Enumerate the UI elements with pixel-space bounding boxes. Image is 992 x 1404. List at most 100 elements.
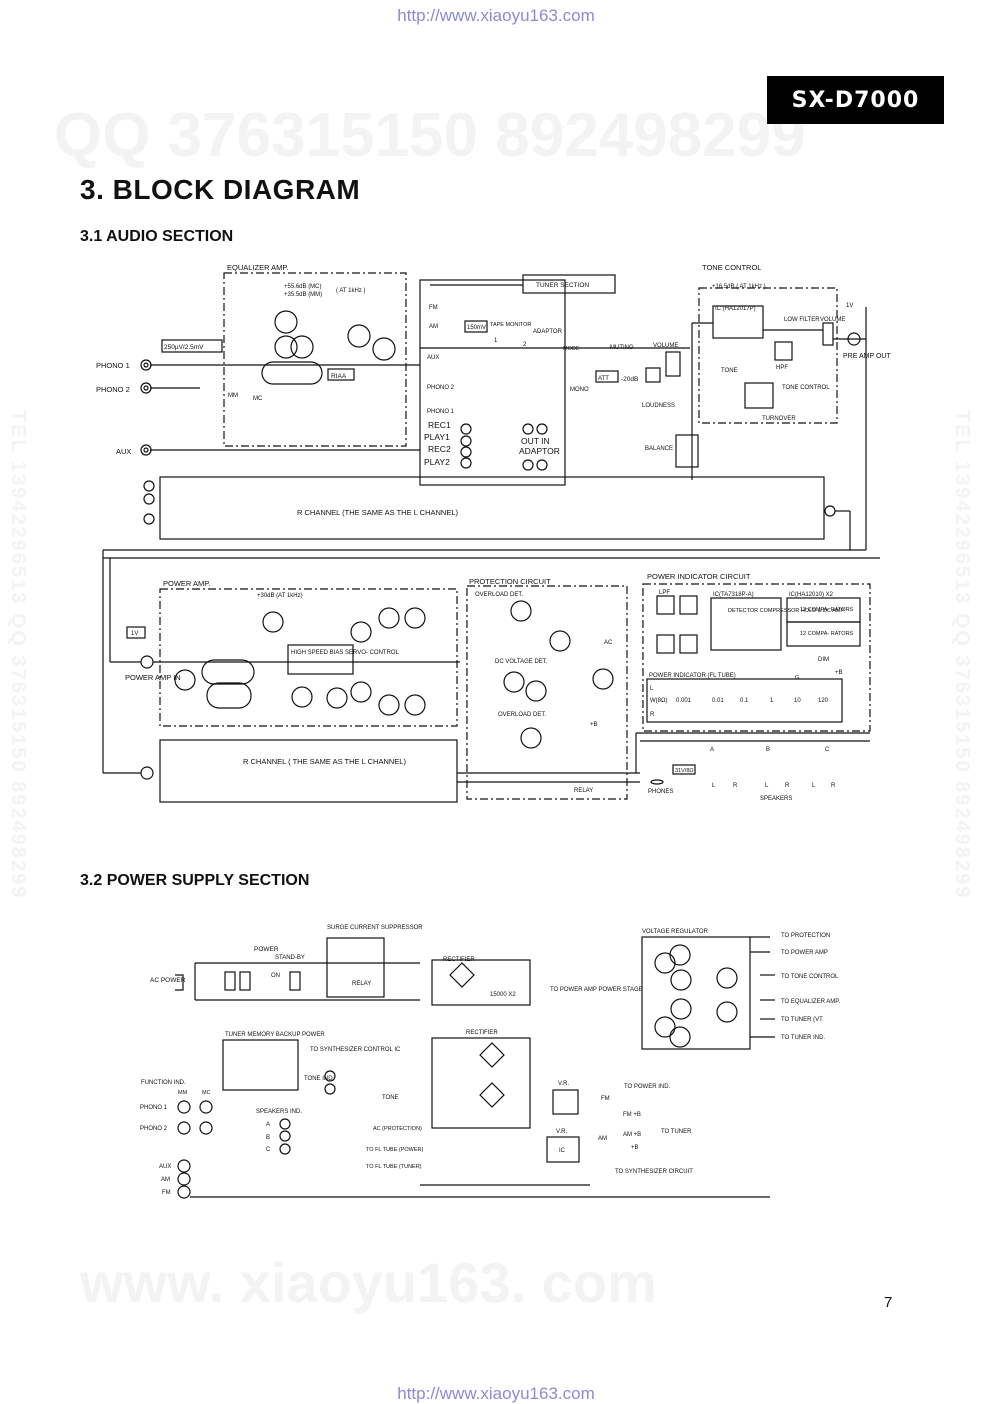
svg-text:AM: AM <box>429 324 438 330</box>
power-supply-diagram <box>175 936 775 1199</box>
ac-power-label: AC POWER <box>150 977 186 984</box>
svg-text:FUNCTION IND.: FUNCTION IND. <box>141 1080 186 1086</box>
model-badge: SX-D7000 <box>767 76 944 124</box>
fl-scale-tick: 120 <box>818 698 829 704</box>
page-title: 3. BLOCK DIAGRAM <box>80 174 361 205</box>
tape-monitor-label: TAPE MONITOR <box>490 322 531 328</box>
equalizer-amp-box <box>223 272 407 447</box>
svg-text:R: R <box>785 783 790 789</box>
svg-text:-20dB: -20dB <box>621 376 638 383</box>
svg-text:+30dB (AT 1kHz): +30dB (AT 1kHz) <box>257 593 303 599</box>
svg-text:12 COMPA- RATORS: 12 COMPA- RATORS <box>800 631 854 637</box>
svg-text:G: G <box>795 675 799 681</box>
svg-text:A: A <box>710 747 714 753</box>
svg-text:15000 X2: 15000 X2 <box>490 992 516 998</box>
svg-text:L: L <box>712 783 716 789</box>
hpf-block <box>774 341 793 361</box>
phono2-label: PHONO 2 <box>96 385 130 394</box>
svg-text:TO SYNTHESIZER CONTROL IC: TO SYNTHESIZER CONTROL IC <box>310 1047 401 1053</box>
svg-text:ADAPTOR: ADAPTOR <box>533 329 563 335</box>
svg-text:AC (PROTECTION): AC (PROTECTION) <box>373 1126 422 1132</box>
fl-scale-tick: 0.1 <box>740 698 749 704</box>
volume-pot-2 <box>822 322 834 346</box>
tuner-section-block <box>522 274 616 294</box>
aux-label: AUX <box>116 447 131 456</box>
svg-text:TO FL TUBE (POWER): TO FL TUBE (POWER) <box>366 1147 424 1153</box>
power-amp-title: POWER AMP. <box>163 579 210 588</box>
svg-text:( AT 1kHz ): ( AT 1kHz ) <box>336 288 365 294</box>
svg-text:AM: AM <box>161 1177 170 1183</box>
watermark-side-left: TEL 13942296513 QQ 376315150 892498299 <box>7 410 29 900</box>
svg-text:AM +B: AM +B <box>623 1132 641 1138</box>
svg-text:+55.6dB (MC): +55.6dB (MC) <box>284 284 322 290</box>
svg-text:MUTING: MUTING <box>610 345 634 351</box>
eq-title: EQUALIZER AMP. <box>227 263 289 272</box>
source-url-bottom[interactable]: http://www.xiaoyu163.com <box>397 1384 595 1403</box>
svg-text:R: R <box>650 712 655 718</box>
svg-text:RIAA: RIAA <box>331 373 347 380</box>
svg-text:RECTIFIER: RECTIFIER <box>443 957 475 963</box>
svg-text:250µV/2.5mV: 250µV/2.5mV <box>164 344 204 351</box>
pre-amp-out-label: PRE AMP OUT <box>843 353 891 360</box>
svg-text:R: R <box>733 783 738 789</box>
page-number: 7 <box>884 1294 893 1311</box>
power-amp-box <box>159 588 458 727</box>
svg-text:PHONO 2: PHONO 2 <box>140 1126 168 1132</box>
tone-control-box <box>698 287 838 424</box>
svg-text:L: L <box>765 783 769 789</box>
r-channel-pre-label: R CHANNEL (THE SAME AS THE L CHANNEL) <box>297 508 459 517</box>
svg-text:TO TUNER IND.: TO TUNER IND. <box>781 1035 825 1041</box>
bias-servo-block <box>287 644 354 675</box>
r-channel-power-block <box>159 739 458 803</box>
svg-text:REC1: REC1 <box>428 420 451 430</box>
svg-text:TO TONE CONTROL: TO TONE CONTROL <box>781 974 839 980</box>
svg-text:L: L <box>650 686 654 692</box>
svg-text:MC: MC <box>253 396 263 402</box>
power-indicator-box <box>642 583 871 732</box>
tuner-memory-box <box>222 1039 299 1091</box>
svg-text:FM: FM <box>429 305 438 311</box>
svg-text:MODE: MODE <box>563 346 580 352</box>
svg-text:PHONO 2: PHONO 2 <box>427 385 455 391</box>
riaa-block <box>327 368 355 381</box>
att-block <box>595 370 619 383</box>
svg-text:V.R.: V.R. <box>556 1129 567 1135</box>
svg-text:TO FL TUBE (TUNER): TO FL TUBE (TUNER) <box>366 1164 422 1170</box>
svg-text:TO TUNER (VT: TO TUNER (VT <box>781 1017 823 1023</box>
source-url-top[interactable]: http://www.xiaoyu163.com <box>397 6 595 25</box>
svg-text:ATT: ATT <box>598 376 609 382</box>
power-amp-in-label: POWER AMP IN <box>125 673 181 682</box>
voltage-regulator-label: VOLTAGE REGULATOR <box>642 929 709 935</box>
svg-text:HIGH SPEED BIAS SERVO- CONTROL: HIGH SPEED BIAS SERVO- CONTROL <box>291 650 400 656</box>
svg-text:+B: +B <box>631 1145 639 1151</box>
svg-text:IC (HA12017P): IC (HA12017P) <box>715 306 756 312</box>
power-indicator-title: POWER INDICATOR CIRCUIT <box>647 572 751 581</box>
surge-suppressor-box <box>326 937 385 998</box>
tone-control-block <box>744 382 774 409</box>
svg-text:RECTIFIER: RECTIFIER <box>466 1030 498 1036</box>
svg-text:AC: AC <box>604 640 613 646</box>
svg-text:C: C <box>825 747 830 753</box>
svg-text:B: B <box>766 747 770 753</box>
svg-text:MC: MC <box>202 1090 211 1096</box>
svg-text:12 COMPA- RATORS: 12 COMPA- RATORS <box>800 607 854 613</box>
rectifier-1-box <box>431 959 531 1006</box>
svg-text:+16.5dB ( AT 1kHz ): +16.5dB ( AT 1kHz ) <box>712 284 766 290</box>
fl-scale-tick: 0.01 <box>712 698 724 704</box>
sens-box <box>161 339 223 353</box>
svg-text:+B: +B <box>590 722 598 728</box>
svg-text:POWER INDICATOR (FL TUBE): POWER INDICATOR (FL TUBE) <box>649 673 736 679</box>
svg-text:L: L <box>812 783 816 789</box>
vr-ic-block <box>546 1136 580 1163</box>
svg-text:C: C <box>266 1147 271 1153</box>
svg-text:TONE: TONE <box>721 368 738 374</box>
svg-text:TONE IND.: TONE IND. <box>304 1076 335 1082</box>
svg-text:MONO: MONO <box>570 387 589 393</box>
svg-text:ADAPTOR: ADAPTOR <box>519 446 560 456</box>
section-audio-heading: 3.1 AUDIO SECTION <box>80 228 234 245</box>
phono2-jack <box>140 382 152 394</box>
speakers-label: SPEAKERS <box>760 796 792 802</box>
svg-text:TO POWER AMP POWER STAGE: TO POWER AMP POWER STAGE <box>550 987 643 993</box>
svg-text:PHONO 1: PHONO 1 <box>140 1105 168 1111</box>
